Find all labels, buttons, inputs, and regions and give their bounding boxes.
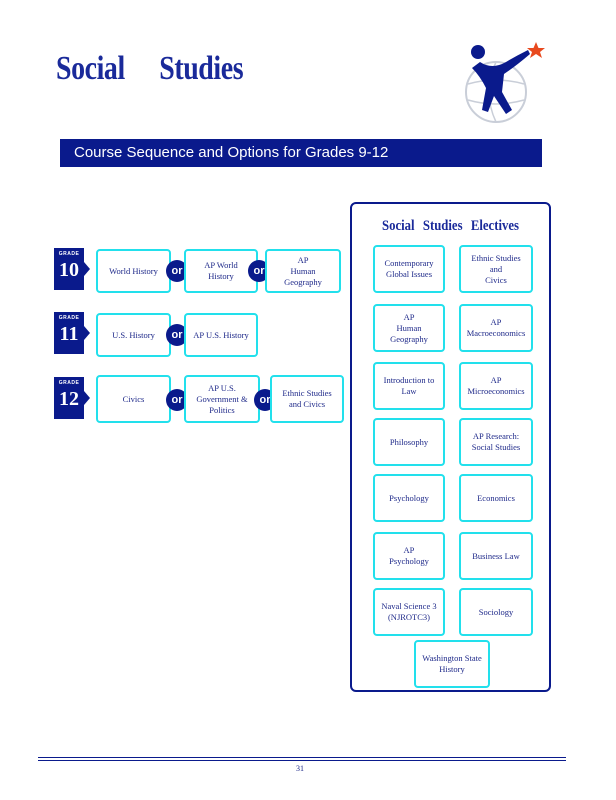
elective-ap-psychology: AP Psychology [373,532,445,580]
elective-ethnic-studies-civics: Ethnic Studies and Civics [459,245,533,293]
elective-naval-science-3: Naval Science 3 (NJROTC3) [373,588,445,636]
grade-label: GRADE [58,315,80,321]
or-badge: or [166,260,188,282]
or-badge: or [166,324,188,346]
grade-number: 11 [59,323,79,345]
grade-badge-12: GRADE 12 [54,377,90,419]
grade-badge-10: GRADE 10 [54,248,90,290]
elective-ap-microeconomics: AP Microeconomics [459,362,533,410]
electives-title: Social Studies Electives [381,218,519,234]
section-banner: Course Sequence and Options for Grades 9… [60,139,542,167]
elective-introduction-to-law: Introduction to Law [373,362,445,410]
course-ap-us-government: AP U.S. Government & Politics [184,375,260,423]
or-badge: or [248,260,270,282]
footer-rule [38,757,566,758]
course-ap-us-history: AP U.S. History [184,313,258,357]
course-world-history: World History [96,249,171,293]
elective-psychology: Psychology [373,474,445,522]
grade-number: 10 [59,259,79,281]
course-us-history: U.S. History [96,313,171,357]
elective-washington-state-history: Washington State History [414,640,490,688]
elective-philosophy: Philosophy [373,418,445,466]
elective-contemporary-global-issues: Contemporary Global Issues [373,245,445,293]
elective-ap-human-geography: AP Human Geography [373,304,445,352]
course-civics: Civics [96,375,171,423]
elective-economics: Economics [459,474,533,522]
or-badge: or [166,389,188,411]
course-ethnic-studies-civics: Ethnic Studies and Civics [270,375,344,423]
elective-ap-macroeconomics: AP Macroeconomics [459,304,533,352]
elective-business-law: Business Law [459,532,533,580]
page-number: 31 [296,764,304,773]
elective-sociology: Sociology [459,588,533,636]
page-title: Social Studies [56,50,244,87]
footer-rule [38,760,566,761]
grade-number: 12 [59,388,79,410]
elective-ap-research: AP Research: Social Studies [459,418,533,466]
course-ap-world-history: AP World History [184,249,258,293]
grade-badge-11: GRADE 11 [54,312,90,354]
grade-label: GRADE [58,251,80,257]
course-ap-human-geography: AP Human Geography [265,249,341,293]
grade-label: GRADE [58,380,80,386]
district-logo-icon [465,42,545,123]
